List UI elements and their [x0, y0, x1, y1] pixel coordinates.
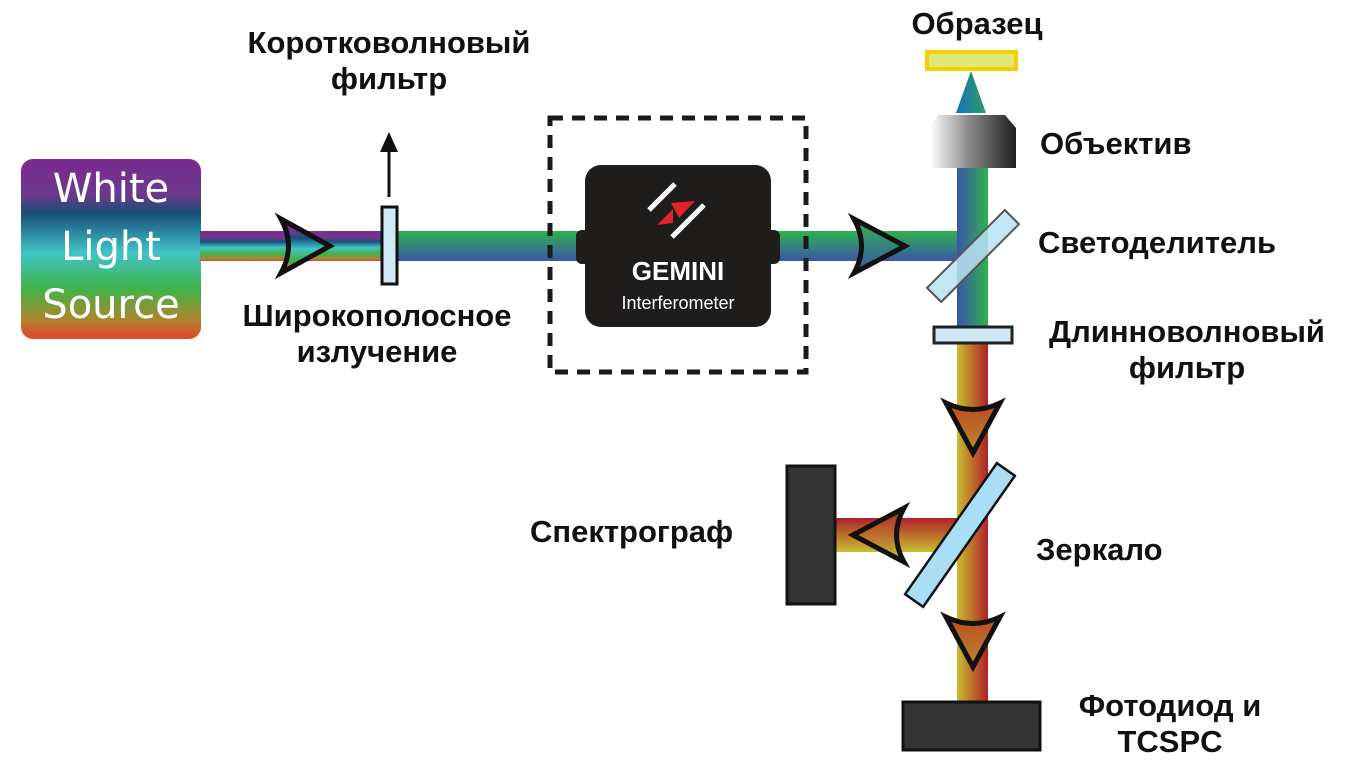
- label-line: Широкополосное: [242, 298, 512, 333]
- direction-arrow-icon: [940, 397, 1006, 459]
- filtered-beam: [396, 231, 586, 261]
- direction-arrow-icon: [940, 611, 1006, 673]
- longpass-filter: [932, 325, 1014, 345]
- label-line: Коротковолновый: [247, 25, 531, 60]
- arrow-up-icon: [380, 132, 398, 152]
- white-light-source: [21, 159, 201, 339]
- direction-arrow-icon: [274, 212, 336, 280]
- interferometer-dashed-box: [547, 115, 809, 375]
- direction-arrow-icon: [847, 212, 911, 280]
- label-line: TCSPC: [1117, 724, 1223, 759]
- source-label-line: White: [52, 166, 170, 212]
- mirror-label: Зеркало: [1036, 532, 1163, 567]
- source-label-line: Light: [61, 224, 161, 270]
- mirror: [903, 461, 1017, 609]
- spectrograph-label: Спектрограф: [530, 514, 734, 549]
- longpass-filter-label: Длинноволновый фильтр: [1030, 314, 1344, 386]
- sample: [925, 50, 1018, 71]
- beamsplitter-label: Светоделитель: [1038, 225, 1277, 260]
- label-line: Длинноволновый: [1049, 314, 1325, 349]
- spectrograph: [785, 464, 837, 606]
- gemini-brand: GEMINI: [631, 256, 725, 286]
- objective-label: Объектив: [1040, 126, 1192, 161]
- label-line: излучение: [296, 334, 458, 369]
- direction-arrow-icon: [847, 501, 911, 569]
- gemini-subtitle: Interferometer: [621, 293, 735, 313]
- gemini-interferometer: [585, 165, 771, 327]
- source-label-line: Source: [42, 282, 180, 328]
- shortpass-filter: [380, 205, 399, 286]
- source-label: White Light Source: [22, 160, 200, 334]
- focus-cone: [956, 71, 986, 113]
- gemini-logo-icon: [647, 182, 706, 239]
- broadband-label: Широкополосное излучение: [222, 298, 532, 370]
- label-line: фильтр: [330, 61, 448, 96]
- objective-lens: [930, 115, 1016, 168]
- label-line: фильтр: [1128, 350, 1246, 385]
- label-line: Фотодиод и: [1078, 688, 1262, 723]
- sample-label: Образец: [911, 6, 1043, 41]
- photodiode-tcspc: [901, 700, 1042, 752]
- shortpass-filter-label: Коротковолновый фильтр: [226, 25, 552, 97]
- detector-label: Фотодиод и TCSPC: [1062, 688, 1278, 760]
- beamsplitter: [925, 208, 1021, 304]
